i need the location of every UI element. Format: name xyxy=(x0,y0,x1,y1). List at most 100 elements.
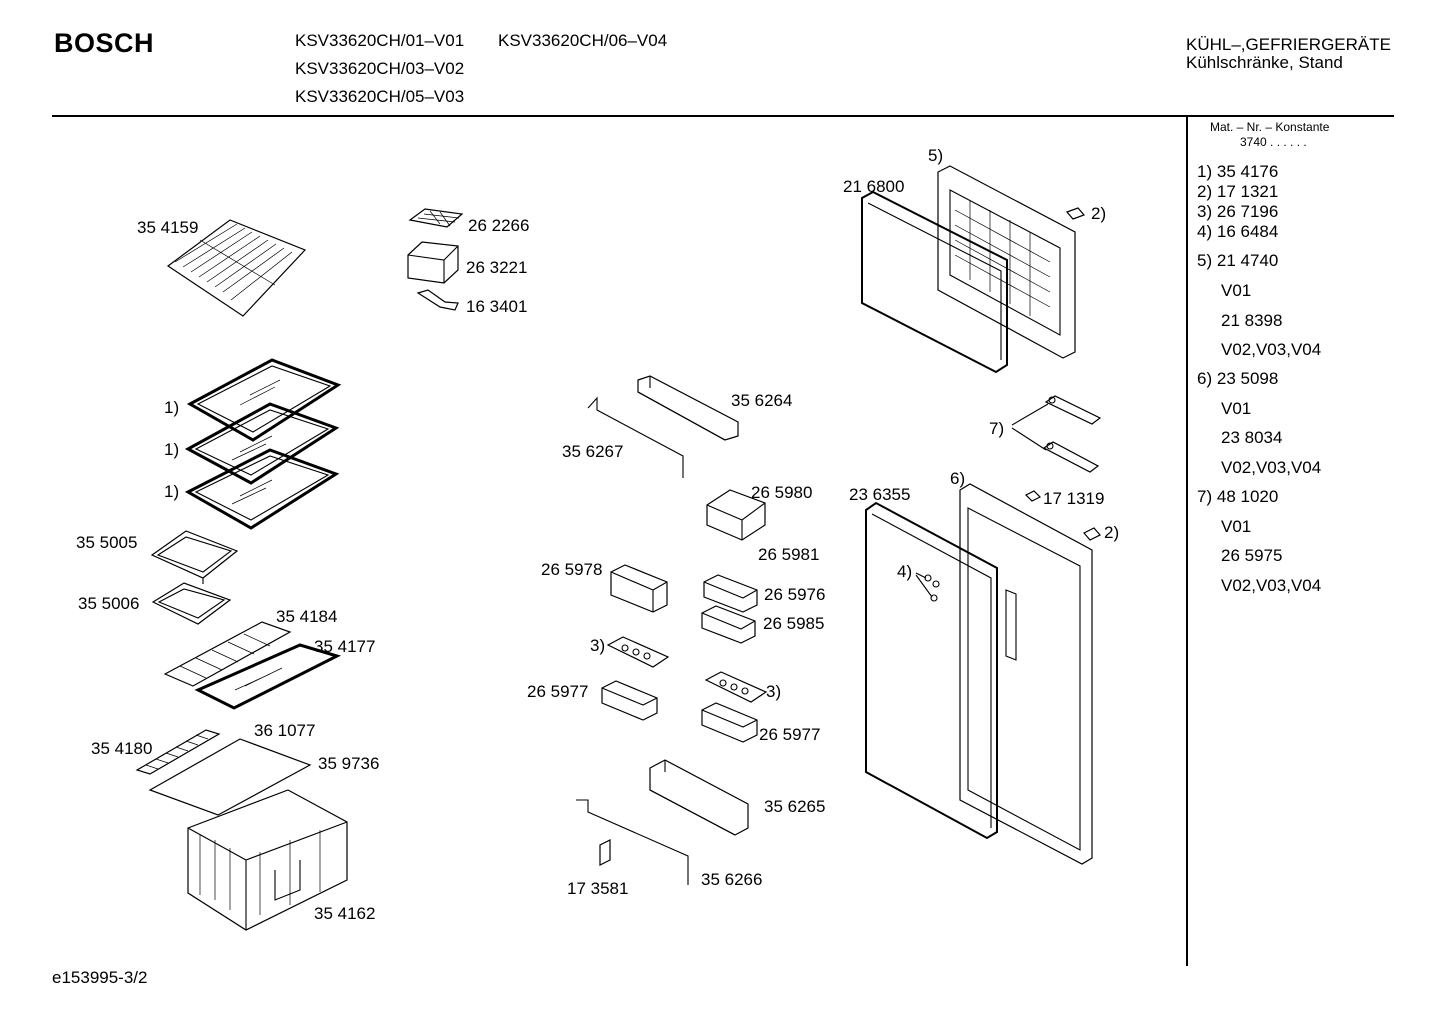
part-label: 16 3401 xyxy=(466,297,528,316)
door-bin xyxy=(637,375,739,441)
mat-header: Mat. – Nr. – Konstante xyxy=(1210,120,1330,134)
part-label: 35 4184 xyxy=(276,607,338,626)
footnote-variant: V01 xyxy=(1221,281,1252,300)
part-label: 17 1319 xyxy=(1043,489,1105,508)
part-label: 17 3581 xyxy=(567,879,629,898)
small-bin xyxy=(703,574,758,613)
category-subtitle: Kühlschränke, Stand xyxy=(1186,53,1343,72)
drawer-shelf xyxy=(150,530,239,584)
door-bin-large xyxy=(649,759,749,836)
part-label: 26 5985 xyxy=(763,614,825,633)
door-seal xyxy=(861,190,1008,374)
part-ref: 4) xyxy=(897,562,913,581)
ice-tray xyxy=(408,208,464,228)
part-label: 35 6264 xyxy=(731,391,793,410)
fridge-door xyxy=(959,483,1093,865)
part-ref: 1) xyxy=(164,440,180,459)
part-label: 26 5977 xyxy=(759,725,821,744)
crisper-cover-frame xyxy=(163,621,292,687)
part-label: 35 6266 xyxy=(701,870,763,889)
part-label: 26 5980 xyxy=(751,483,813,502)
model-number: KSV33620CH/01–V01 xyxy=(295,31,465,50)
document-id: e153995-3/2 xyxy=(52,968,148,987)
part-label: 23 6355 xyxy=(849,485,911,504)
door-rail xyxy=(587,396,684,478)
model-number: KSV33620CH/06–V04 xyxy=(498,31,668,50)
part-ref: 2) xyxy=(1091,204,1107,223)
part-ref: 6) xyxy=(950,469,966,488)
part-ref: 5) xyxy=(928,146,944,165)
vent-strip xyxy=(135,729,221,775)
wire-shelf xyxy=(166,219,307,317)
door-rail xyxy=(576,799,689,885)
part-ref: 1) xyxy=(164,398,180,417)
part-label: 26 5981 xyxy=(758,545,820,564)
part-label: 26 3221 xyxy=(466,258,528,277)
crisper-drawer xyxy=(187,789,348,931)
egg-tray xyxy=(704,671,768,703)
hinge-cap xyxy=(1065,207,1086,220)
footnote-4: 4) 16 6484 xyxy=(1197,222,1279,241)
category-title: KÜHL–,GEFRIERGERÄTE xyxy=(1186,35,1391,54)
part-label: 35 5005 xyxy=(76,533,138,552)
drawer-tray xyxy=(151,582,232,625)
part-label: 35 4159 xyxy=(137,218,199,237)
footnote-2: 2) 17 1321 xyxy=(1197,182,1279,201)
door-seal xyxy=(865,501,998,840)
part-ref: 1) xyxy=(164,482,180,501)
footnote-5: 5) 21 4740 xyxy=(1197,251,1279,270)
part-ref: 3) xyxy=(590,636,606,655)
footnote-6: 6) 23 5098 xyxy=(1197,369,1279,388)
bin-cover xyxy=(706,489,766,541)
clip xyxy=(599,839,611,866)
door-handle xyxy=(1044,395,1102,425)
footnote-variant: 23 8034 xyxy=(1221,428,1283,447)
door-handle xyxy=(1042,441,1100,473)
part-label: 35 9736 xyxy=(318,754,380,773)
part-label: 36 1077 xyxy=(254,721,316,740)
model-number: KSV33620CH/03–V02 xyxy=(295,59,465,78)
small-bin xyxy=(701,702,758,743)
sidebar-divider xyxy=(1186,116,1188,966)
footnote-variant: V01 xyxy=(1221,399,1252,418)
footnote-variant: V02,V03,V04 xyxy=(1221,458,1322,477)
leader-line xyxy=(1011,403,1049,451)
egg-tray xyxy=(606,636,670,668)
part-label: 26 5978 xyxy=(541,560,603,579)
part-label: 35 6267 xyxy=(562,442,624,461)
mat-value: 3740 . . . . . . xyxy=(1240,135,1307,149)
footnote-1: 1) 35 4176 xyxy=(1197,162,1279,181)
crisper-cover-plate xyxy=(148,738,312,816)
part-label: 26 2266 xyxy=(468,216,530,235)
footnote-variant: V02,V03,V04 xyxy=(1221,576,1322,595)
part-label: 26 5976 xyxy=(764,585,826,604)
footnote-7: 7) 48 1020 xyxy=(1197,487,1279,506)
glass-shelf xyxy=(186,358,342,442)
crisper-glass xyxy=(194,643,342,710)
part-ref: 2) xyxy=(1104,523,1120,542)
small-bin xyxy=(601,680,658,721)
scraper xyxy=(416,289,459,311)
footnote-variant: 21 8398 xyxy=(1221,311,1283,330)
part-label: 35 4180 xyxy=(91,739,153,758)
glass-shelf xyxy=(184,448,340,530)
part-label: 35 4162 xyxy=(314,904,376,923)
part-label: 26 5977 xyxy=(527,682,589,701)
footnote-variant: 26 5975 xyxy=(1221,546,1283,565)
egg-bin xyxy=(610,564,668,613)
footnote-variant: V01 xyxy=(1221,517,1252,536)
part-ref: 3) xyxy=(766,682,782,701)
screws xyxy=(915,572,940,602)
model-number: KSV33620CH/05–V03 xyxy=(295,87,465,106)
part-label: 35 4177 xyxy=(314,637,376,656)
part-label: 35 6265 xyxy=(764,797,826,816)
footnote-3: 3) 26 7196 xyxy=(1197,202,1279,221)
part-label: 21 6800 xyxy=(843,177,905,196)
small-bin xyxy=(701,605,756,644)
brand-logo: BOSCH xyxy=(54,28,155,58)
ice-box xyxy=(407,241,459,284)
header-divider xyxy=(52,115,1394,117)
part-label: 35 5006 xyxy=(78,594,140,613)
hinge-part xyxy=(1024,490,1101,541)
